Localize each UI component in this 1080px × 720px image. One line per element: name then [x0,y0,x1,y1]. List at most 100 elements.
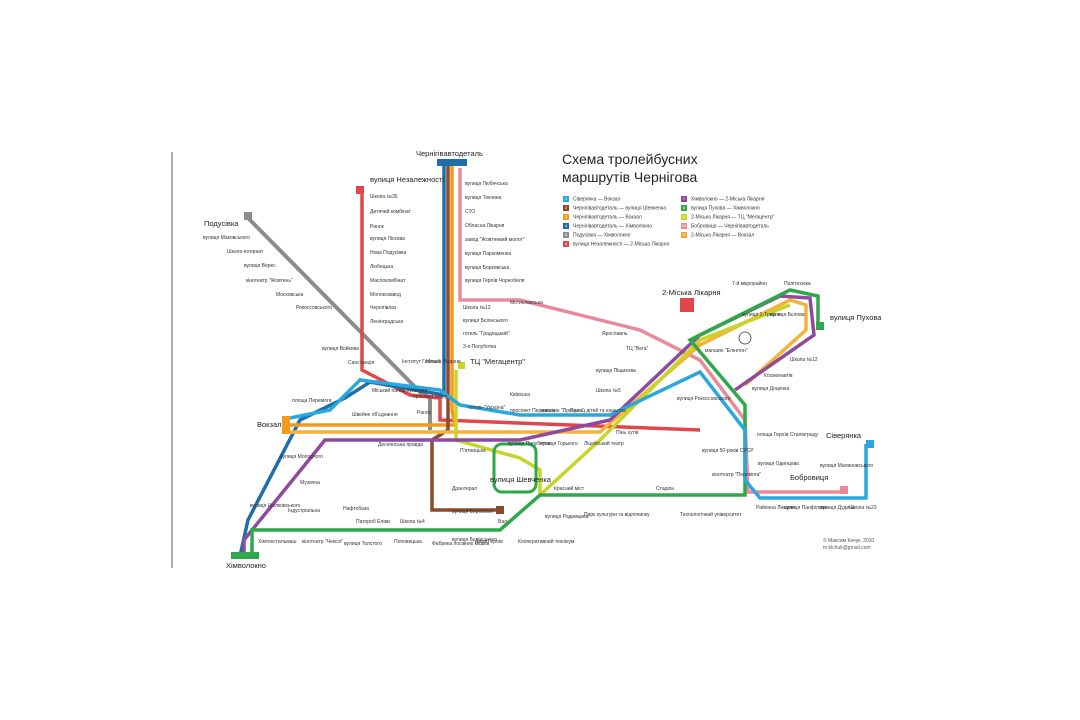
label-megacentr: ТЦ "Мегацентр" [470,357,525,366]
stop-label: Індустріальна [288,508,320,514]
stop-label: ТЦ "Вега" [626,346,649,352]
legend-swatch: 8 [681,205,687,211]
stop-label: Політехніка [784,281,811,287]
stop-label: Любецька [370,264,393,270]
terminal-marker-khimvolokno [231,552,259,559]
legend-swatch: 3 [563,214,569,220]
label-pukhova: вулиця Пухова [830,313,882,322]
legend-text: Чернігівавтодеталь — Вокзал [573,214,642,221]
legend-swatch: 5 [563,232,569,238]
stop-label: Молокозавод [370,292,401,298]
stop-label: вулиця Малиновського [820,463,873,469]
legend-text: Хімволокно — 2-Міська Лікарня [691,196,765,203]
copyright-email: m.klchuk@gmail.com [823,545,871,551]
stop-label: Маслокомбінат [370,278,406,284]
legend-swatch: 6 [563,241,569,247]
stop-label: Міська Лікарня [426,359,461,365]
stop-label: вулиця Ціолковського [250,503,300,509]
stop-label: Мстиславська [510,300,543,306]
legend-swatch: 9 [681,214,687,220]
label-shevchenka: вулиця Шевченка [490,475,552,484]
stop-label: проспект Перемоги [510,408,555,414]
title-line-1: Схема тролейбусних [562,151,698,167]
stop-label: П'ятницька [460,448,486,454]
stop-label: магазин "Прогрес" [541,408,584,414]
stop-label: вулиця Родимцева [545,514,589,520]
stop-label: Школа №35 [370,194,398,200]
stop-label: вулиця Любечська [465,181,508,187]
stop-label: Московська [276,292,304,298]
stop-label: Парк культури та відпочинку [584,512,650,518]
stop-label: вулиця Маковського [203,235,250,241]
stop-label: Нова Подусівка [370,250,406,256]
terminal-marker-megacentr [458,362,465,369]
stop-label: Районна Лікарня [756,504,795,511]
stop-label: Школа №4 [400,519,425,525]
stop-label: Київська [510,392,530,398]
stop-label: вулиця 1-Травня [742,312,781,318]
stop-label: проспект Миру [413,394,448,400]
stop-label: Вал [498,519,507,525]
legend-item: 3 Чернігівавтодеталь — Вокзал [563,214,642,221]
stop-label: вулиця Верес [244,263,276,269]
legend-text: Чернігівавтодеталь — вулиця Шевченка [573,205,667,212]
loop-direction-icon [738,331,752,345]
stop-label: кінотеатр "Жовтень" [246,278,293,284]
stop-label: кінотеатр "Чексіл" [302,539,344,545]
stop-label: вулиця Толстого [344,541,382,547]
stop-label: Швейне об'єднання [352,411,398,418]
legend-swatch: 2 [563,205,569,211]
stop-label: 7-й мікрорайон [732,280,767,287]
stop-label: Школа №23 [849,505,877,511]
stop-label: Патороб Еліви [356,519,390,525]
route-1-line [289,369,868,500]
stop-label: площа Героїв Сталінграду [757,432,819,438]
stop-label: СТО [465,209,475,215]
terminal-marker-hospital [680,298,694,312]
stop-label: Ленінградська [370,319,403,325]
stop-label: вулиця Ліскова [370,236,405,242]
stop-label: Алея Героїв [475,539,503,545]
stop-label: готель "Градецький" [463,330,510,337]
label-khimvolokno: Хімволокно [226,561,266,570]
stop-label: Школа №12 [790,357,818,363]
label-hospital2: 2-Міська Лікарня [662,288,721,297]
legend-item: 8 вулиця Пухова — Хімволокно [681,205,760,212]
legend-text: Чернігівавтодеталь — Хімволокно [573,223,653,230]
stop-label: вулиця Піщихова [596,368,636,374]
stop-label: Школа №5 [596,388,621,394]
stop-label: вулиця Рокоссовського [677,396,731,402]
stop-label: Хімтекстильмаш [258,539,296,545]
stop-label: вулиця Горького [540,441,578,447]
legend-text: 2-Міська Лікарня — Вокзал [691,232,755,239]
stop-label: вулиця Молодчого [280,454,323,460]
stop-label: Дитячий комбінат [370,208,412,215]
stop-label: Рокоссовського [296,305,332,311]
route-11-line [290,298,808,434]
stop-label: вулиця Героїв Чорнобиля [465,278,525,284]
label-chernihivavtodetal: Чернігівавтодеталь [416,149,483,158]
stop-label: вулиця Полуботка [508,441,550,447]
stop-label: вулиця 50-років СРСР [702,448,754,454]
legend-swatch: 11 [681,232,687,238]
route-10-line [458,168,846,494]
stop-label: Красний міст [554,485,585,492]
stop-label: вулиця Текчина [465,195,502,201]
stop-label: Ринок [370,224,385,230]
stop-label: Ліцейський театр [584,440,624,447]
stop-label: вулиця Борковська [465,265,509,271]
stop-label: вулиця Бєлінського [463,318,508,324]
legend-swatch: 10 [681,223,687,229]
title-line-2: маршрутів Чернігова [562,169,698,185]
stop-label: вулиця Одинцова [758,461,799,467]
route-4-line [238,160,446,557]
stop-label: кінотеатр "Перемога" [712,472,761,478]
stop-label: Поповецька [394,539,422,545]
legend-text: вулиця Пухова — Хімволокно [691,205,760,212]
